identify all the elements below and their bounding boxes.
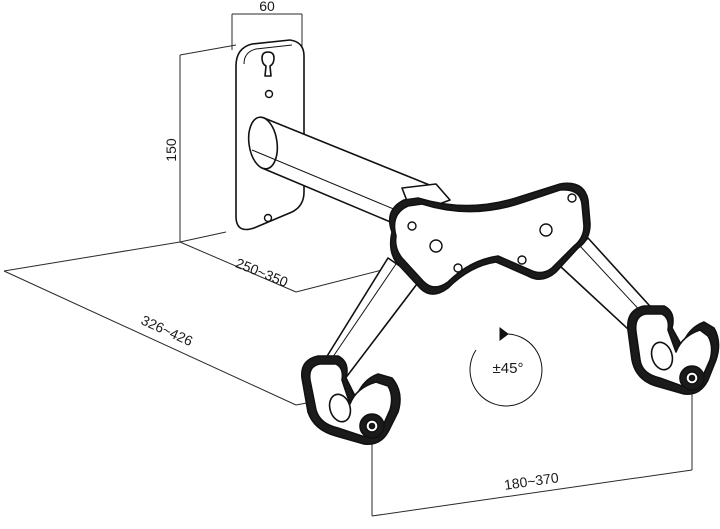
dimension-plate-height: 150 (163, 44, 237, 243)
rotation-label: ±45° (493, 360, 524, 377)
support-tube (247, 116, 451, 227)
rotation-indicator: ±45° (469, 327, 543, 407)
dimension-arm-spread: 180~370 (371, 392, 693, 517)
cradle-left (301, 355, 401, 446)
cradle-right (627, 305, 720, 396)
center-bracket (388, 182, 591, 295)
arm-spread-label: 180~370 (503, 469, 560, 493)
keyhole-icon (261, 51, 275, 77)
total-depth-label: 326~426 (139, 312, 196, 349)
dimension-wall-distance: 250~350 (179, 241, 391, 293)
plate-height-label: 150 (163, 138, 179, 162)
wall-distance-label: 250~350 (233, 255, 290, 290)
plate-width-label: 60 (259, 0, 275, 14)
rotation-arrow-icon (499, 327, 509, 341)
